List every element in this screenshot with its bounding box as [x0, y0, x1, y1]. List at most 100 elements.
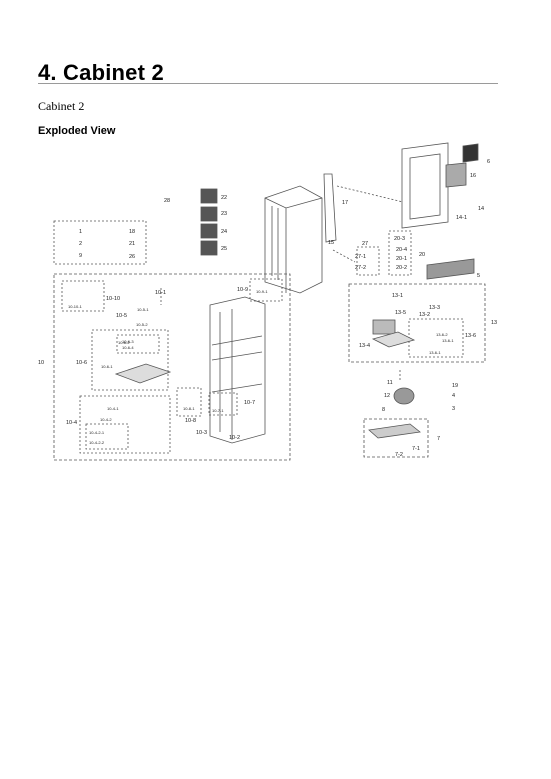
- callout-24: 24: [221, 229, 227, 235]
- callout-13-3: 13-3: [429, 305, 440, 311]
- callout-10-10-1: 10-10-1: [68, 304, 83, 309]
- callout-13-4: 13-4: [359, 343, 370, 349]
- callout-10-10: 10-10: [106, 296, 120, 302]
- subtitle: Cabinet 2: [38, 99, 85, 113]
- callout-7-1: 7-1: [412, 446, 420, 452]
- group-10-10-box: [61, 280, 105, 312]
- group-27-box: [356, 246, 380, 276]
- callout-20: 20: [419, 252, 425, 258]
- callout-20-3: 20-3: [394, 236, 405, 242]
- callout-10-6-4: 10-6-4: [122, 345, 134, 350]
- callout-10-7: 10-7: [244, 400, 255, 406]
- callout-10-5-1: 10-5-1: [137, 307, 149, 312]
- plate-7: [368, 423, 421, 439]
- callout-27-1: 27-1: [355, 254, 366, 260]
- callout-13-6-1b: 13-6-1: [442, 338, 454, 343]
- callout-10-4-2-1: 10-4-2-1: [89, 430, 105, 435]
- callout-10-7-1: 10-7-1: [212, 408, 224, 413]
- group-7-box: [363, 418, 429, 458]
- title-divider: [38, 83, 498, 84]
- callout-12: 12: [384, 393, 390, 399]
- air-duct: [323, 173, 337, 243]
- callout-23: 23: [221, 211, 227, 217]
- callout-27-2: 27-2: [355, 265, 366, 271]
- back-panel: [401, 142, 449, 229]
- callout-13-1: 13-1: [392, 293, 403, 299]
- assembly-10-box: [53, 273, 291, 461]
- cabinet-shell: [264, 185, 323, 294]
- base-13-4: [371, 331, 416, 348]
- cover-6: [462, 143, 479, 163]
- callout-3: 3: [452, 406, 455, 412]
- callout-14-1: 14-1: [456, 215, 467, 221]
- part-24: [200, 223, 218, 239]
- callout-21: 21: [129, 241, 135, 247]
- compressor: [372, 319, 396, 335]
- section-heading: Exploded View: [38, 125, 116, 137]
- callout-10-4-2: 10-4-2: [100, 417, 112, 422]
- callout-16: 16: [470, 173, 476, 179]
- callout-10-8-1: 10-8-1: [183, 406, 195, 411]
- shelf: [114, 363, 172, 384]
- callout-2: 2: [79, 241, 82, 247]
- callout-13-6-2: 13-6-2: [436, 332, 448, 337]
- callout-9: 9: [79, 253, 82, 259]
- callout-14: 14: [478, 206, 484, 212]
- callout-7: 7: [437, 436, 440, 442]
- callout-10-4-2-2: 10-4-2-2: [89, 440, 105, 445]
- callout-10: 10: [38, 360, 44, 366]
- group-10-4-2-box: [85, 423, 129, 450]
- group-10-4-box: [79, 395, 171, 454]
- callout-10-1: 10-1: [155, 290, 166, 296]
- callout-13-5: 13-5: [395, 310, 406, 316]
- callout-10-6-3: 10-6-3: [122, 339, 134, 344]
- callout-7-2: 7-2: [395, 452, 403, 458]
- group-10-8-box: [176, 387, 202, 417]
- callout-13: 13: [491, 320, 497, 326]
- callout-1: 1: [79, 229, 82, 235]
- callout-10-9: 10-9: [237, 287, 248, 293]
- group-10-6-box: [91, 329, 169, 391]
- small-parts-box: [53, 220, 147, 265]
- page-title: 4. Cabinet 2: [38, 60, 164, 85]
- panel-5: [426, 258, 475, 280]
- callout-5: 5: [477, 273, 480, 279]
- fridge-body: [209, 296, 266, 444]
- callout-26: 26: [129, 254, 135, 260]
- compressor-12: [393, 387, 415, 405]
- callout-labels: 28 22 23 24 25 1 18 2 21 9 26 17 15 27 2…: [38, 159, 497, 458]
- callout-13-6: 13-6: [465, 333, 476, 339]
- callout-10-6-1: 10-6-1: [101, 364, 113, 369]
- callout-10-2: 10-2: [229, 435, 240, 441]
- callout-19: 19: [452, 383, 458, 389]
- callout-6: 6: [487, 159, 490, 165]
- callout-10-5-2: 10-5-2: [136, 322, 148, 327]
- part-22: [200, 188, 218, 204]
- callout-13-6-1: 13-6-1: [429, 350, 441, 355]
- callout-25: 25: [221, 246, 227, 252]
- callout-22: 22: [221, 195, 227, 201]
- fan-16: [445, 162, 467, 188]
- callout-10-6-2: 10-6-2: [118, 340, 130, 345]
- group-10-7-box: [208, 392, 238, 416]
- group-10-9-box: [249, 278, 283, 302]
- callout-8: 8: [382, 407, 385, 413]
- callout-10-3: 10-3: [196, 430, 207, 436]
- callout-20-2: 20-2: [396, 265, 407, 271]
- callout-28: 28: [164, 198, 170, 204]
- part-23: [200, 206, 218, 222]
- callout-11: 11: [387, 380, 393, 386]
- callout-10-4: 10-4: [66, 420, 77, 426]
- group-13-box: [348, 283, 486, 363]
- callout-10-5: 10-5: [116, 313, 127, 319]
- group-20-box: [388, 230, 412, 276]
- part-25: [200, 240, 218, 256]
- callout-20-1: 20-1: [396, 256, 407, 262]
- callout-15: 15: [328, 240, 334, 246]
- callout-10-8: 10-8: [185, 418, 196, 424]
- callout-10-6: 10-6: [76, 360, 87, 366]
- callout-27: 27: [362, 241, 368, 247]
- callout-13-2: 13-2: [419, 312, 430, 318]
- callout-18: 18: [129, 229, 135, 235]
